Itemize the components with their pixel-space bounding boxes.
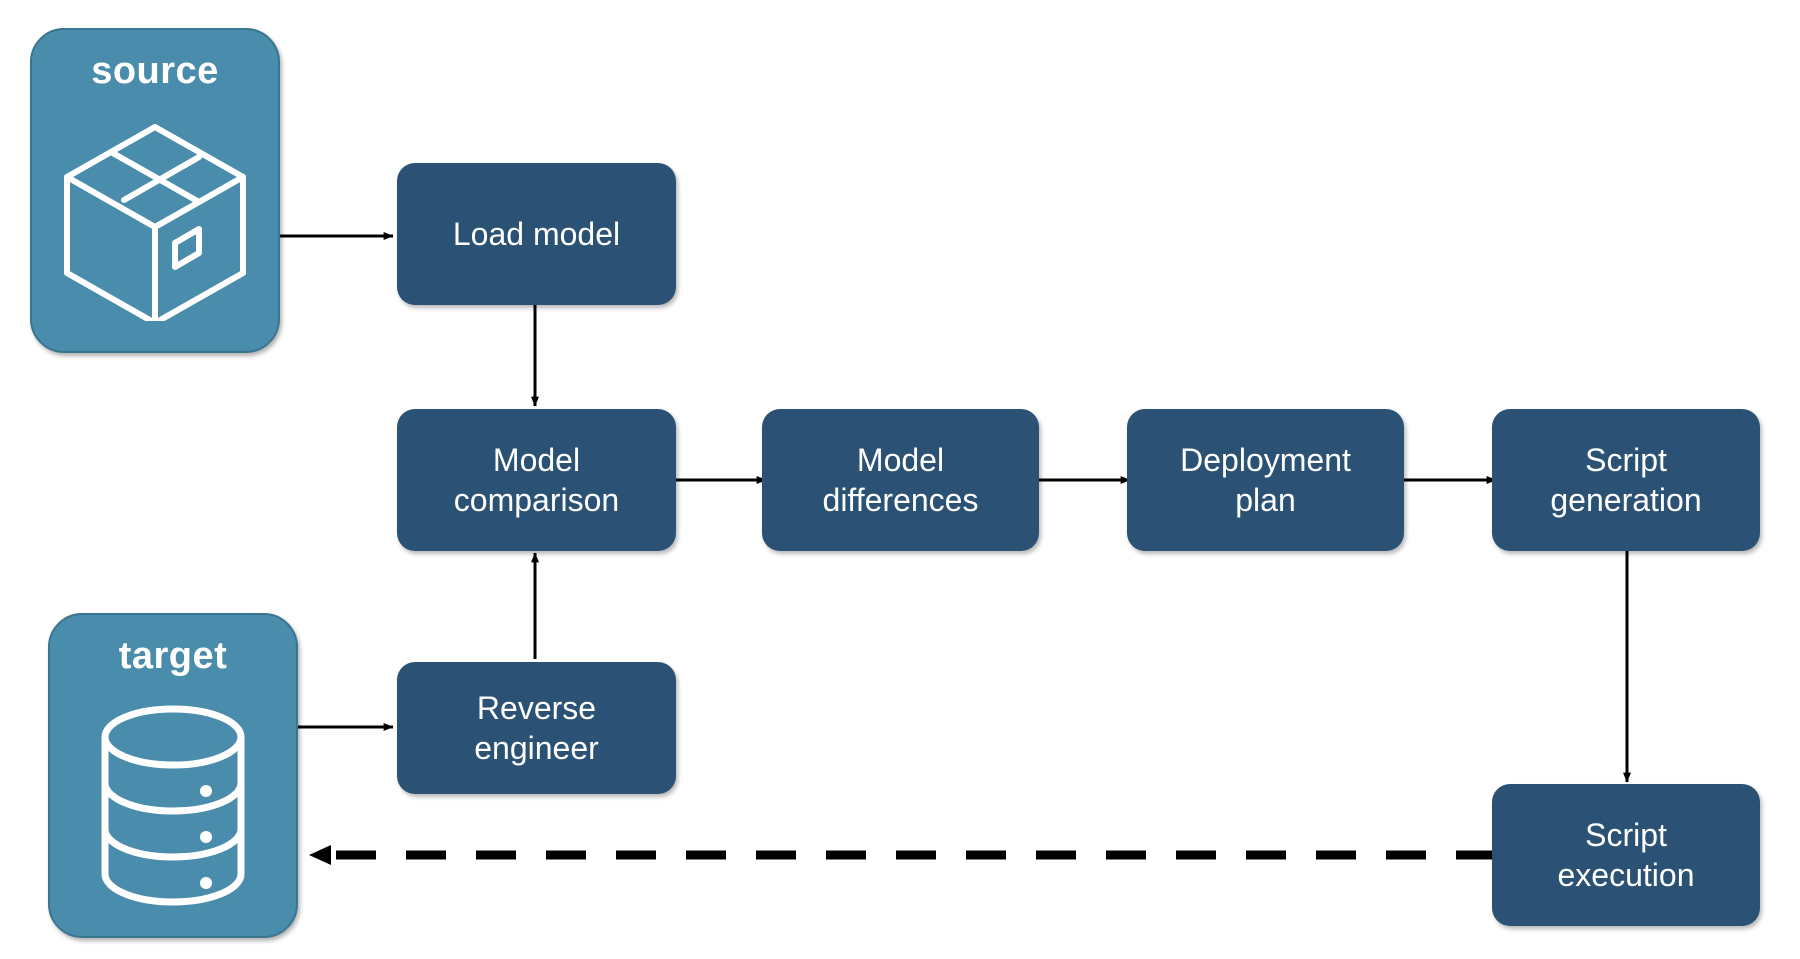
- database-cylinder-icon: [50, 675, 296, 936]
- process-script-execution-line1: Script: [1585, 817, 1667, 853]
- process-deployment-plan-line2: plan: [1235, 482, 1296, 518]
- process-reverse-engineer[interactable]: Reverse engineer: [397, 662, 676, 794]
- process-script-generation-line2: generation: [1550, 482, 1702, 518]
- process-model-differences-line1: Model: [856, 442, 945, 478]
- process-deployment-plan-line1: Deployment: [1180, 442, 1351, 478]
- process-model-comparison-line1: Model: [492, 442, 581, 478]
- process-script-generation[interactable]: Script generation: [1492, 409, 1760, 551]
- process-model-differences[interactable]: Model differences: [762, 409, 1039, 551]
- endpoint-target-label: target: [118, 635, 228, 677]
- process-reverse-engineer-line2: engineer: [474, 730, 599, 766]
- process-model-differences-line2: differences: [822, 482, 979, 518]
- package-box-icon: [32, 90, 278, 351]
- process-script-execution[interactable]: Script execution: [1492, 784, 1760, 926]
- process-model-comparison[interactable]: Model comparison: [397, 409, 676, 551]
- process-deployment-plan[interactable]: Deployment plan: [1127, 409, 1404, 551]
- process-script-execution-line2: execution: [1557, 857, 1695, 893]
- endpoint-source-label: source: [91, 50, 219, 92]
- process-script-generation-line1: Script: [1585, 442, 1667, 478]
- process-load-model[interactable]: Load model: [397, 163, 676, 305]
- endpoint-source[interactable]: source: [30, 28, 280, 353]
- process-reverse-engineer-line1: Reverse: [476, 690, 597, 726]
- process-load-model-line1: Load model: [452, 216, 621, 252]
- process-model-comparison-line2: comparison: [453, 482, 620, 518]
- endpoint-target[interactable]: target: [48, 613, 298, 938]
